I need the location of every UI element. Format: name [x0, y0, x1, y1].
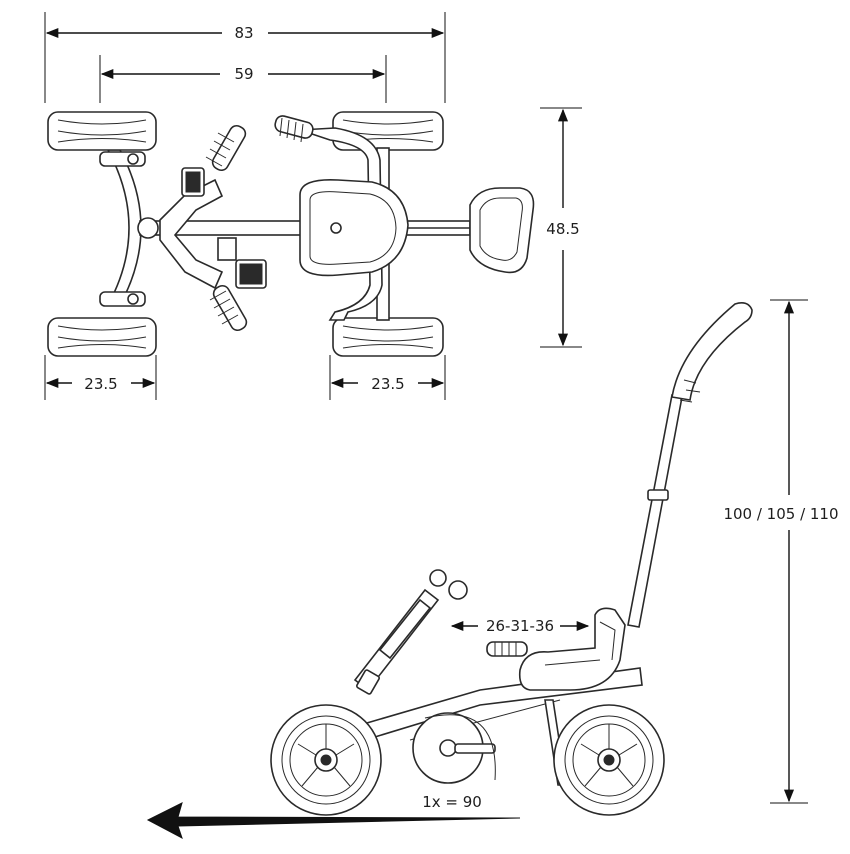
label-gear-ratio: 1x = 90 — [422, 793, 482, 811]
push-bar-tube — [627, 394, 683, 628]
vehicle-top-view — [47, 111, 535, 357]
pedal-arm — [454, 743, 496, 754]
wheel-spokes — [580, 724, 638, 787]
push-bar-handle — [671, 302, 753, 401]
steering-clamp — [356, 669, 380, 695]
side-view: 100 / 105 / 110 26-31-36 1x = 90 — [146, 299, 839, 840]
top-view: 83 59 48.5 23.5 23.5 — [44, 12, 582, 400]
push-bar-grip — [274, 115, 314, 143]
label-overall-length: 83 — [234, 24, 253, 42]
vehicle-side-view — [270, 302, 753, 816]
crank-hub — [439, 739, 457, 757]
label-push-bar-height: 100 / 105 / 110 — [723, 505, 838, 523]
handlebar-grip-right — [209, 284, 248, 332]
steering-column-cover — [378, 598, 432, 660]
direction-arrow-icon — [146, 802, 521, 840]
handlebar-end — [429, 569, 447, 587]
handlebar-grip-side — [486, 641, 528, 657]
steering-hub — [137, 217, 159, 239]
rear-right-wheel — [47, 317, 157, 357]
height-adjust-clamp — [647, 489, 669, 501]
seat — [299, 178, 409, 277]
tow-handle — [469, 187, 535, 274]
wheel-spokes — [297, 724, 355, 787]
label-track-width: 48.5 — [546, 220, 579, 238]
seat-side — [518, 607, 626, 691]
label-wheelbase: 59 — [234, 65, 253, 83]
push-bar-frame — [299, 127, 383, 321]
rear-wheel-side — [553, 704, 665, 816]
crank-arm — [217, 237, 237, 261]
front-wheel-side — [270, 704, 382, 816]
handlebar-grip-left — [205, 124, 247, 172]
bolt-icon — [127, 293, 139, 305]
handlebar-knob — [448, 580, 468, 600]
rear-axle-frame — [106, 149, 142, 306]
front-right-wheel — [332, 317, 444, 357]
rear-left-wheel — [47, 111, 157, 151]
seat-inner — [309, 191, 397, 265]
steering-fork — [159, 178, 224, 290]
seat-bolt-icon — [330, 222, 342, 234]
label-front-wheel-width: 23.5 — [371, 375, 404, 393]
bolt-icon — [127, 153, 139, 165]
label-rear-wheel-width: 23.5 — [84, 375, 117, 393]
label-seat-adjust: 26-31-36 — [486, 617, 554, 635]
